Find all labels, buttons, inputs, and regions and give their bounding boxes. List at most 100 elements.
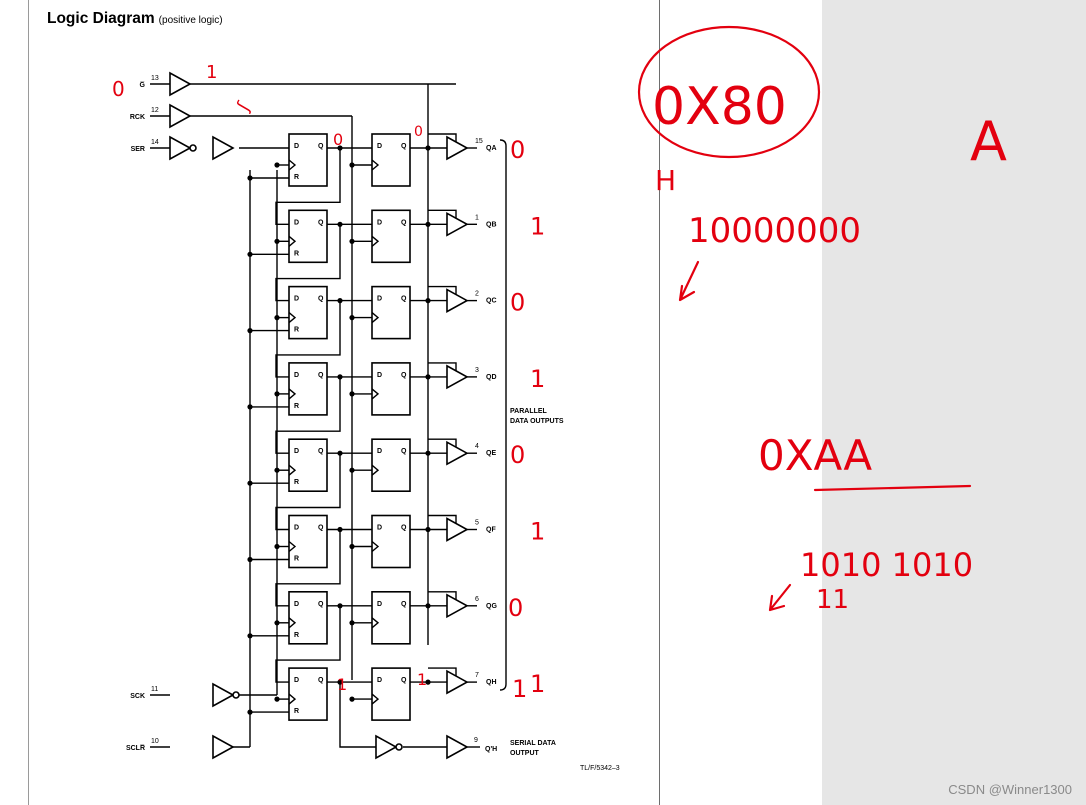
enable-wire	[428, 667, 457, 679]
q-label: Q	[401, 448, 407, 455]
r-label: R	[294, 556, 299, 563]
annotation-g-level: 0	[112, 77, 125, 101]
annotation-binary2-sub: 11	[816, 585, 849, 615]
serial-wire	[339, 682, 376, 748]
output-buffer-2	[446, 288, 469, 313]
enable-wire	[428, 285, 457, 297]
clock-triangle	[371, 312, 380, 324]
input-label-4: SCLR̅	[126, 744, 145, 752]
q-label: Q	[401, 296, 407, 303]
shift-chain-wire	[275, 453, 341, 531]
flipflop-body	[371, 438, 411, 493]
annotation-circle	[637, 25, 821, 159]
title-text: Logic Diagram	[47, 10, 155, 27]
serial-output-buffer-bubble	[395, 743, 403, 751]
annotation-qa-stage2: 0	[414, 124, 423, 140]
annotation-underline	[813, 484, 972, 492]
annotation-qh-stage2: 1	[417, 670, 427, 689]
q-label: Q	[401, 601, 407, 608]
output-buffer-1	[446, 211, 469, 237]
junction-dot	[425, 603, 431, 609]
annotation-hex1: 0X80	[652, 77, 787, 137]
output-pin-5: 5	[475, 520, 479, 527]
output-label-3: QD	[486, 374, 497, 381]
page-left-edge	[28, 0, 29, 805]
q-label: Q	[401, 677, 407, 684]
junction-dot	[247, 480, 253, 486]
ser-input-buffer-2	[212, 135, 235, 161]
junction-dot	[274, 467, 280, 473]
enable-wire	[428, 209, 457, 221]
serial-label-2: OUTPUT	[510, 750, 540, 757]
q-label: Q	[318, 677, 324, 684]
junction-dot	[247, 328, 253, 334]
junction-dot	[349, 238, 355, 244]
output-buffer-3	[446, 364, 469, 390]
junction-dot	[425, 221, 431, 227]
input-pin-1: 12	[151, 107, 159, 114]
annotation-letter-a: A	[970, 110, 1007, 173]
enable-wire	[428, 362, 457, 373]
output-bracket	[499, 139, 507, 691]
shift-chain-wire	[275, 148, 341, 225]
annotation-rck-mark: ʃ	[233, 98, 255, 115]
annotation-output-bit-6: 0	[508, 594, 523, 622]
q-label: Q	[401, 525, 407, 532]
clock-triangle	[288, 388, 297, 400]
d-label: D	[377, 219, 382, 226]
output-label-0: QA	[486, 145, 497, 152]
shift-chain-wire	[275, 224, 341, 302]
output-label-4: QE	[486, 450, 496, 457]
annotation-output-bit-7: 1	[530, 670, 545, 698]
d-label: D	[294, 677, 299, 684]
annotation-output-bit-1: 1	[530, 212, 545, 240]
flipflop-body	[371, 209, 411, 264]
d-label: D	[294, 143, 299, 150]
junction-dot	[349, 162, 355, 168]
flipflop-body	[371, 362, 411, 416]
q-label: Q	[401, 143, 407, 150]
junction-dot	[274, 543, 280, 550]
annotation-g-out: 1	[206, 62, 217, 83]
clock-triangle	[288, 464, 297, 476]
gray-canvas-margin	[822, 0, 1086, 805]
output-pin-2: 2	[475, 291, 479, 298]
annotation-output-bit-3: 1	[530, 365, 545, 393]
ser-input-buffer-1-bubble	[189, 144, 197, 152]
output-buffer-6	[446, 593, 469, 619]
junction-dot	[425, 526, 431, 533]
annotation-binary1: 10000000	[688, 211, 861, 251]
junction-dot	[274, 391, 280, 397]
q-label: Q	[318, 601, 324, 608]
junction-dot	[349, 315, 355, 321]
clock-triangle	[371, 617, 380, 629]
clock-triangle	[371, 464, 380, 476]
clock-triangle	[288, 540, 297, 553]
flipflop-body	[371, 133, 411, 187]
input-label-1: RCK	[130, 114, 145, 121]
flipflop-body	[288, 514, 328, 569]
output-label-6: QG	[486, 603, 497, 610]
input-label-2: SER	[131, 146, 145, 153]
clock-triangle	[288, 693, 297, 705]
serial-label-1: SERIAL DATA	[510, 740, 556, 747]
flipflop-body	[371, 285, 411, 340]
junction-dot	[425, 450, 431, 456]
q-label: Q	[401, 219, 407, 226]
flipflop-body	[288, 133, 328, 187]
input-pin-2: 14	[151, 139, 159, 146]
watermark: CSDN @Winner1300	[948, 782, 1072, 797]
input-pin-4: 10	[151, 738, 159, 745]
flipflop-body	[288, 362, 328, 416]
clock-triangle	[371, 235, 380, 247]
junction-dot	[247, 633, 253, 639]
annotation-qa-stage1: 0	[333, 130, 343, 149]
clock-triangle	[288, 617, 297, 629]
d-label: D	[294, 296, 299, 303]
